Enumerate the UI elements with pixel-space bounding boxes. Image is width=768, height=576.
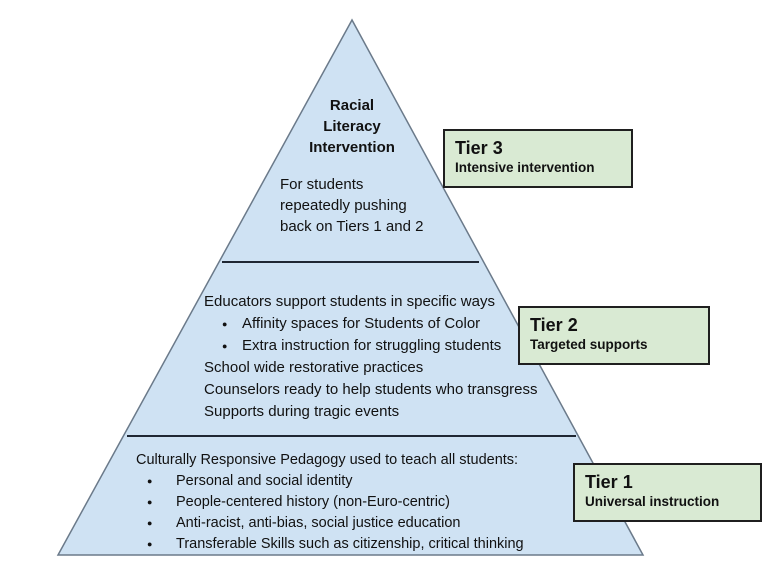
tier1-bullet-item-text: Anti-racist, anti-bias, social justice e… (176, 515, 461, 531)
tier3-description-line: For students (280, 176, 364, 193)
bullet-icon: ● (222, 341, 228, 351)
tier1-bullet-item: ● Transferable Skills such as citizenshi… (136, 534, 556, 555)
tier2-line: Counselors ready to help students who tr… (204, 381, 538, 398)
tier2-label-subtitle: Targeted supports (530, 337, 648, 352)
tier3-description-line: back on Tiers 1 and 2 (280, 218, 424, 235)
tier3-section-description: For students repeatedly pushing back on … (280, 174, 480, 237)
pyramid-title-line: Racial (329, 97, 375, 114)
tier2-bullet-item: ● Extra instruction for struggling stude… (204, 335, 574, 357)
bullet-icon: ● (147, 518, 153, 528)
tier2-label-title: Tier 2 (530, 315, 578, 335)
tier2-section-content: Educators support students in specific w… (204, 291, 574, 423)
tier2-line: School wide restorative practices (204, 359, 424, 376)
tier1-label-box: Tier 1 Universal instruction (573, 463, 762, 522)
tier1-section-content: Culturally Responsive Pedagogy used to t… (136, 450, 556, 555)
bullet-icon: ● (147, 476, 153, 486)
tier2-line: Educators support students in specific w… (204, 293, 495, 310)
tier2-label-box: Tier 2 Targeted supports (518, 306, 710, 365)
bullet-icon: ● (222, 319, 228, 329)
tier2-bullet-item-text: Affinity spaces for Students of Color (242, 315, 481, 332)
tier3-label-title: Tier 3 (455, 138, 503, 158)
tier1-label-title: Tier 1 (585, 472, 633, 492)
tier1-bullet-item: ● Anti-racist, anti-bias, social justice… (136, 513, 556, 534)
tier2-line: Supports during tragic events (204, 403, 400, 420)
pyramid-triangle-shape (56, 18, 645, 556)
bullet-icon: ● (147, 539, 153, 549)
tier2-bullet-item-text: Extra instruction for struggling student… (242, 337, 502, 354)
pyramid-title-line: Intervention (309, 139, 395, 156)
tier3-label-subtitle: Intensive intervention (455, 160, 595, 175)
pyramid-title-line: Literacy (323, 118, 381, 135)
tier3-description-line: repeatedly pushing (280, 197, 407, 214)
tier1-bullet-item: ● People-centered history (non-Euro-cent… (136, 492, 556, 513)
tier1-heading: Culturally Responsive Pedagogy used to t… (136, 452, 519, 468)
tier1-bullet-item-text: Transferable Skills such as citizenship,… (176, 536, 524, 552)
tier3-label-box: Tier 3 Intensive intervention (443, 129, 633, 188)
tier1-label-subtitle: Universal instruction (585, 494, 720, 509)
bullet-icon: ● (147, 497, 153, 507)
tier2-bullet-item: ● Affinity spaces for Students of Color (204, 313, 574, 335)
tier1-bullet-item: ● Personal and social identity (136, 471, 556, 492)
pyramid-title: Racial Literacy Intervention (262, 95, 442, 158)
tier1-bullet-item-text: People-centered history (non-Euro-centri… (176, 494, 451, 510)
tier1-bullet-item-text: Personal and social identity (176, 473, 353, 489)
